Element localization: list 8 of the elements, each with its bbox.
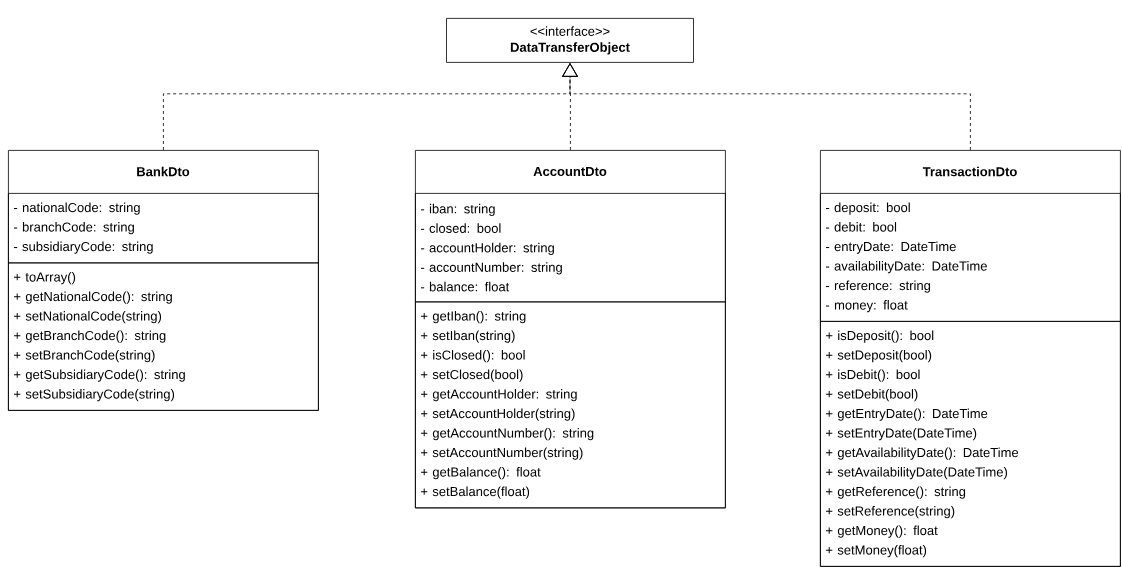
attribute-list: - nationalCode: string - branchCode: string - subsidiaryCode: string: [8, 193, 319, 264]
attribute-list: - iban: string - closed: bool - accountHolder: string - accountNumber: string - balance: float: [415, 193, 726, 303]
method-list: + toArray() + getNationalCode(): string + setNationalCode(string) + getBranchCode(): string + setBranchCode(string) + getSubsidiaryCode(): string + setSubsidiaryCode(string): [8, 262, 319, 411]
attribute-list: - deposit: bool - debit: bool - entryDate: DateTime - availabilityDate: DateTime - reference: string - money: float: [820, 193, 1121, 322]
interface-box: <<interface>> DataTransferObject: [446, 18, 694, 63]
realization-arrow: [562, 63, 971, 151]
method-list: + getIban(): string + setIban(string) + isClosed(): bool + setClosed(bool) + getAccountHolder: string + setAccountHolder(string) + getAccountNumber(): string + setAccountNumber(string) + getBalance(): float + setBalance(float): [415, 301, 726, 509]
method-list: + isDeposit(): bool + setDeposit(bool) + isDebit(): bool + setDebit(bool) + getEntryDate(): DateTime + setEntryDate(DateTime) + getAvailabilityDate(): DateTime + setAvailabilityDate(DateTime) + getReference(): string + setReference(string) + getMoney(): float + setMoney(float): [820, 321, 1121, 567]
